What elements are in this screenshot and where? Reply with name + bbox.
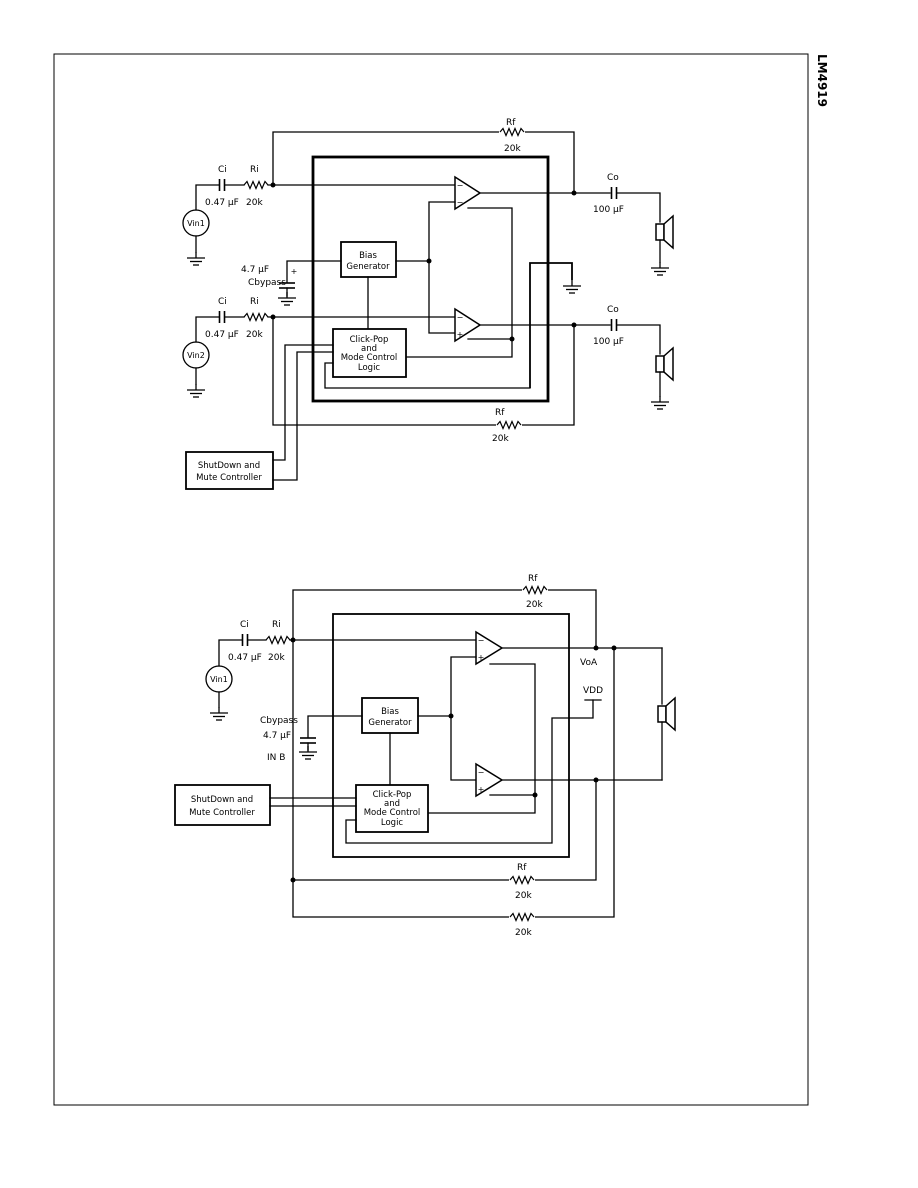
opamp-1: [454, 175, 482, 211]
clickpop-line-2: and: [361, 344, 377, 354]
fig2-in-b-label: IN B: [267, 753, 285, 763]
opamp-2: [454, 307, 482, 343]
fig2-ci-value: 0.47 µF: [228, 653, 262, 663]
rf-bottom-value: 20k: [492, 434, 509, 444]
input-resistor-2: [243, 312, 269, 322]
controller-line-2: Mute Controller: [196, 473, 262, 483]
speaker-bridged: [657, 697, 676, 731]
controller-line-1: ShutDown and: [198, 461, 260, 471]
rf-bottom-name: Rf: [495, 408, 505, 418]
shutdown-mute-controller: [185, 451, 274, 490]
input-resistor-fig2: [265, 635, 291, 645]
fig2-clickpop-line-1: Click-Pop: [373, 790, 412, 800]
ci-b-value: 0.47 µF: [205, 330, 239, 340]
rf-top-name: Rf: [506, 118, 516, 128]
ground-speaker-1: [650, 261, 670, 276]
svg-text:−: −: [457, 181, 464, 190]
clickpop-mode-control-block: [332, 328, 407, 378]
fig2-ri-name: Ri: [272, 620, 281, 630]
fig2-rf-top-name: Rf: [528, 574, 538, 584]
input-capacitor-1: [218, 178, 226, 192]
ri-a-value: 20k: [246, 198, 263, 208]
clickpop-line-4: Logic: [358, 363, 381, 373]
ground-speaker-2: [650, 395, 670, 410]
ground-vin1: [186, 251, 206, 266]
output-capacitor-2: [610, 318, 618, 332]
svg-text:−: −: [457, 313, 464, 322]
ground-right: [562, 279, 582, 294]
co-a-name: Co: [607, 173, 619, 183]
ri-b-value: 20k: [246, 330, 263, 340]
cbypass-name: Cbypass: [248, 278, 286, 288]
ground-vin2: [186, 383, 206, 398]
svg-text:−: −: [478, 636, 485, 645]
bias-line-2: Generator: [346, 262, 390, 272]
cbypass-value: 4.7 µF: [241, 265, 269, 275]
part-number-label: LM4919: [815, 54, 829, 107]
shutdown-mute-controller-2: [174, 784, 271, 826]
fig2-controller-line-1: ShutDown and: [191, 795, 253, 805]
ci-a-name: Ci: [218, 165, 227, 175]
output-capacitor-1: [610, 186, 618, 200]
fig2-ci-name: Ci: [240, 620, 249, 630]
opamp-b: [475, 762, 504, 798]
ground-cbypass: [277, 291, 297, 306]
svg-text:−: −: [457, 198, 464, 207]
fig2-rf-mid-name: Rf: [517, 863, 527, 873]
co-b-value: 100 µF: [593, 337, 624, 347]
co-b-name: Co: [607, 305, 619, 315]
clickpop-line-3: Mode Control: [341, 353, 398, 363]
svg-text:+: +: [478, 785, 485, 794]
fig2-bias-line-2: Generator: [368, 718, 412, 728]
svg-text:+: +: [291, 267, 298, 276]
co-a-value: 100 µF: [593, 205, 624, 215]
ground-cbypass-fig2: [298, 745, 318, 760]
fig2-clickpop-line-2: and: [384, 799, 400, 809]
figure-1-stereo-schematic: Rf 20k Vin1 Ci Ri 0.47 µF 20k − − Co 100…: [182, 118, 674, 490]
opamp-a: [475, 630, 504, 666]
vdd-label: VDD: [583, 686, 603, 696]
svg-text:−: −: [478, 768, 485, 777]
fig2-clickpop-line-4: Logic: [381, 818, 404, 828]
svg-text:+: +: [478, 653, 485, 662]
fig2-vin-label: Vin1: [210, 675, 228, 684]
speaker-1: [655, 215, 674, 249]
clickpop-mode-control-block-2: [355, 784, 429, 833]
ground-vin-fig2: [209, 706, 229, 721]
speaker-2: [655, 347, 674, 381]
fig2-cbypass-name: Cbypass: [260, 716, 298, 726]
fig2-clickpop-line-3: Mode Control: [364, 808, 421, 818]
fig2-bias-line-1: Bias: [381, 707, 399, 717]
fig2-rf-top-value: 20k: [526, 600, 543, 610]
ic-package-outline-2: [332, 613, 570, 858]
fig2-cbypass-value: 4.7 µF: [263, 731, 291, 741]
fig2-rf-mid-value: 20k: [515, 891, 532, 901]
ci-a-value: 0.47 µF: [205, 198, 239, 208]
ci-b-name: Ci: [218, 297, 227, 307]
clickpop-line-1: Click-Pop: [350, 335, 389, 345]
bias-generator-block: [340, 241, 397, 278]
rf-top-value: 20k: [504, 144, 521, 154]
input-capacitor-2: [218, 310, 226, 324]
fig2-controller-line-2: Mute Controller: [189, 808, 255, 818]
input-capacitor-fig2: [241, 633, 249, 647]
svg-text:+: +: [457, 330, 464, 339]
vo-label: VoA: [580, 658, 598, 668]
page-frame: [53, 53, 809, 1106]
figure-2-bridged-schematic: Rf 20k Vin1 Ci Ri 0.47 µF 20k − + VoA: [174, 574, 676, 938]
vin1-label: Vin1: [187, 219, 205, 228]
fig2-r-bottom-value: 20k: [515, 928, 532, 938]
ri-a-name: Ri: [250, 165, 259, 175]
ic-package-outline: [311, 155, 550, 403]
fig2-ri-value: 20k: [268, 653, 285, 663]
bias-line-1: Bias: [359, 251, 377, 261]
vin2-label: Vin2: [187, 351, 205, 360]
ri-b-name: Ri: [250, 297, 259, 307]
input-resistor-1: [243, 180, 269, 190]
